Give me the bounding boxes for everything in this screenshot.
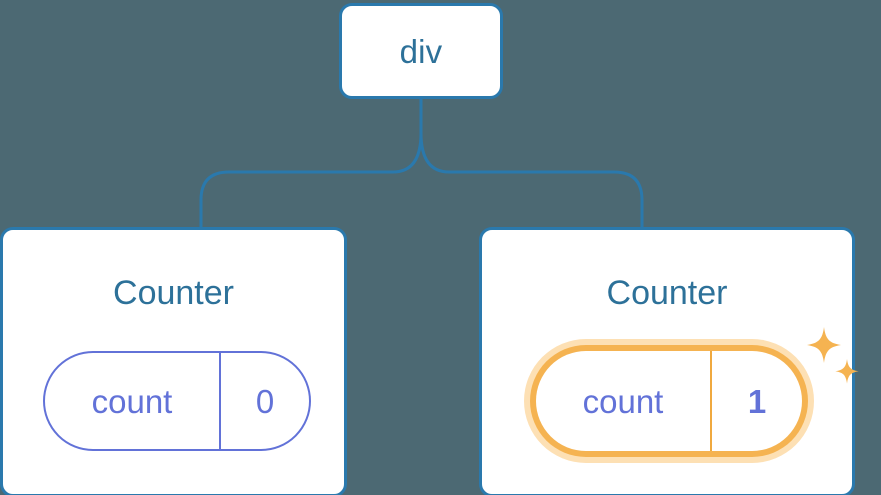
- connector-edge-left: [199, 97, 423, 229]
- state-pill-key-cell: count: [45, 353, 221, 449]
- state-pill-highlight-ring: count 1: [530, 345, 808, 457]
- node-counter-left[interactable]: Counter count 0: [0, 227, 347, 495]
- state-pill-value-cell: 1: [712, 351, 802, 451]
- state-pill-count-left[interactable]: count 0: [43, 351, 311, 451]
- node-counter-left-label: Counter: [113, 274, 234, 312]
- sparkle-large-icon: [807, 327, 841, 363]
- sparkle-small-icon: [835, 359, 859, 384]
- state-pill-value-cell: 0: [221, 353, 309, 449]
- state-key-label: count: [582, 382, 664, 420]
- state-value-label: 0: [255, 382, 275, 420]
- node-div[interactable]: div: [339, 3, 503, 99]
- sparkles-group: [807, 327, 859, 384]
- state-pill-highlight-glow: count 1: [524, 339, 814, 463]
- state-pill-count-right[interactable]: count 1: [536, 351, 802, 451]
- state-value-label: 1: [747, 382, 767, 420]
- node-div-label: div: [399, 32, 443, 70]
- state-key-label: count: [91, 382, 173, 420]
- connector-edge-right: [419, 97, 644, 229]
- node-counter-right-label: Counter: [606, 274, 728, 312]
- node-counter-right[interactable]: Counter count 1: [479, 227, 859, 495]
- state-pill-key-cell: count: [536, 351, 712, 451]
